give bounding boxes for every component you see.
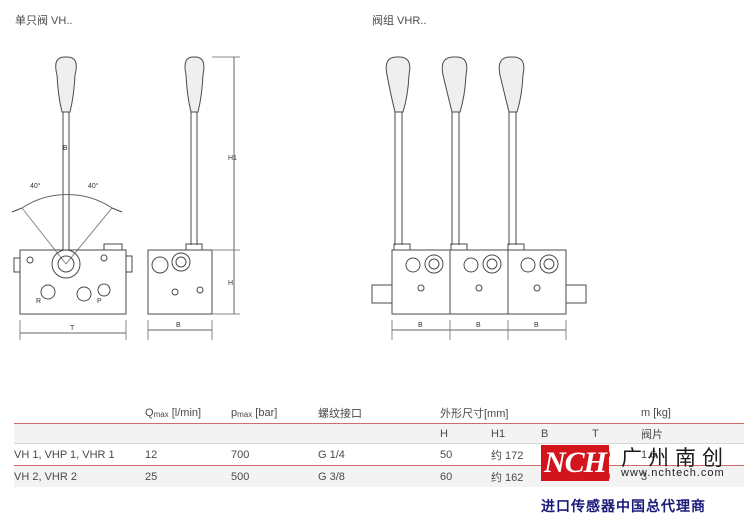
table-cell: G 3/8 xyxy=(318,465,440,487)
table-cell: VH 1, VHP 1, VHR 1 xyxy=(14,443,145,466)
dim-label-h: H xyxy=(228,280,233,287)
table-cell: 50 xyxy=(440,443,491,466)
header-cell-model xyxy=(14,403,145,424)
company-tagline: 进口传感器中国总代理商 xyxy=(541,499,706,515)
port-label-r: R xyxy=(36,298,41,305)
subheader-cell xyxy=(318,423,440,444)
company-website: www.nchtech.com xyxy=(621,467,725,479)
header-cell-dimensions: 外形尺寸[mm] xyxy=(440,403,641,424)
table-cell: 约 162 xyxy=(491,465,541,487)
angle-label-left: 40° xyxy=(30,182,41,190)
table-cell: 约 172 xyxy=(491,443,541,466)
table-row: VH 2, VHR 2 25 500 G 3/8 60 约 162 60 120… xyxy=(14,465,744,487)
subheader-cell-b: B xyxy=(541,423,592,444)
table-subheader-row: H H1 B T 阀片 xyxy=(14,423,744,444)
header-cell-mass: m [kg] xyxy=(641,403,744,424)
caption-single-valve: 单只阀 VH.. xyxy=(15,15,73,27)
valve-group-view xyxy=(371,56,587,340)
dim-label-b-group-2: B xyxy=(476,322,481,329)
technical-drawing: 40° 40° B R P T B H H1 B B B xyxy=(11,56,587,340)
port-label-p: P xyxy=(97,298,102,305)
table-cell: 12 xyxy=(145,443,231,466)
subheader-cell-slice: 阀片 xyxy=(641,423,744,444)
subheader-cell-t: T xyxy=(592,423,641,444)
header-cell-thread: 螺纹接口 xyxy=(318,403,440,424)
dim-label-b-side: B xyxy=(176,322,181,329)
dim-label-b-group-1: B xyxy=(418,322,423,329)
company-name: 广州南创 xyxy=(621,446,729,470)
subheader-cell xyxy=(14,423,145,444)
single-valve-front-view xyxy=(11,56,133,340)
table-cell: 500 xyxy=(231,465,318,487)
header-cell-pressure: pmax [bar] xyxy=(231,403,318,424)
dim-label-t: T xyxy=(70,325,75,332)
table-cell: G 1/4 xyxy=(318,443,440,466)
dim-label-b-group-3: B xyxy=(534,322,539,329)
angle-label-right: 40° xyxy=(88,182,99,190)
subheader-cell-h: H xyxy=(440,423,491,444)
single-valve-side-view xyxy=(147,56,240,340)
dim-label-h1: H1 xyxy=(228,155,237,162)
subheader-cell xyxy=(231,423,318,444)
lever-mark-b: B xyxy=(63,145,68,152)
table-cell: 1.6 xyxy=(641,443,744,466)
header-cell-flow: Qmax [l/min] xyxy=(145,403,231,424)
subheader-cell xyxy=(145,423,231,444)
table-cell: 25 xyxy=(145,465,231,487)
subheader-cell-h1: H1 xyxy=(491,423,541,444)
table-cell: 700 xyxy=(231,443,318,466)
table-cell: 3 xyxy=(641,465,744,487)
table-cell: VH 2, VHR 2 xyxy=(14,465,145,487)
table-header-row: Qmax [l/min] pmax [bar] 螺纹接口 外形尺寸[mm] m … xyxy=(14,403,744,424)
company-watermark: NCH 广州南创 www.nchtech.com 进口传感器中国总代理商 xyxy=(541,442,747,518)
nch-logo: NCH xyxy=(541,445,609,481)
table-cell: 60 xyxy=(440,465,491,487)
caption-valve-group: 阀组 VHR.. xyxy=(372,15,427,27)
